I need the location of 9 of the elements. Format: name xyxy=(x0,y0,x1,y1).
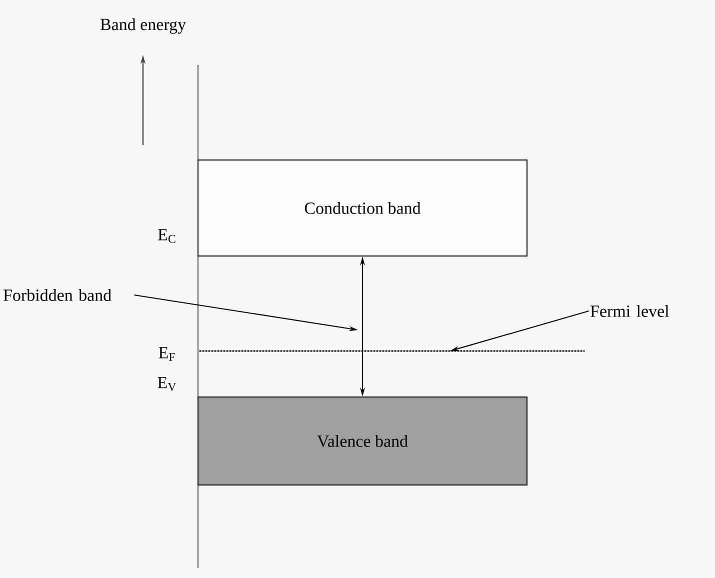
level-label: E$_{F}$ xyxy=(158,347,175,361)
label-text: Fermi level xyxy=(590,305,669,317)
dotted-line xyxy=(199,350,585,352)
level-label: E$_{C}$ xyxy=(158,229,176,243)
band-box: Valence band xyxy=(198,396,528,486)
band-box: Conduction band xyxy=(198,160,528,256)
level-label: E$_{V}$ xyxy=(158,377,176,391)
axis-title: Band energy xyxy=(100,18,186,34)
label-text: Forbidden band xyxy=(4,289,112,301)
